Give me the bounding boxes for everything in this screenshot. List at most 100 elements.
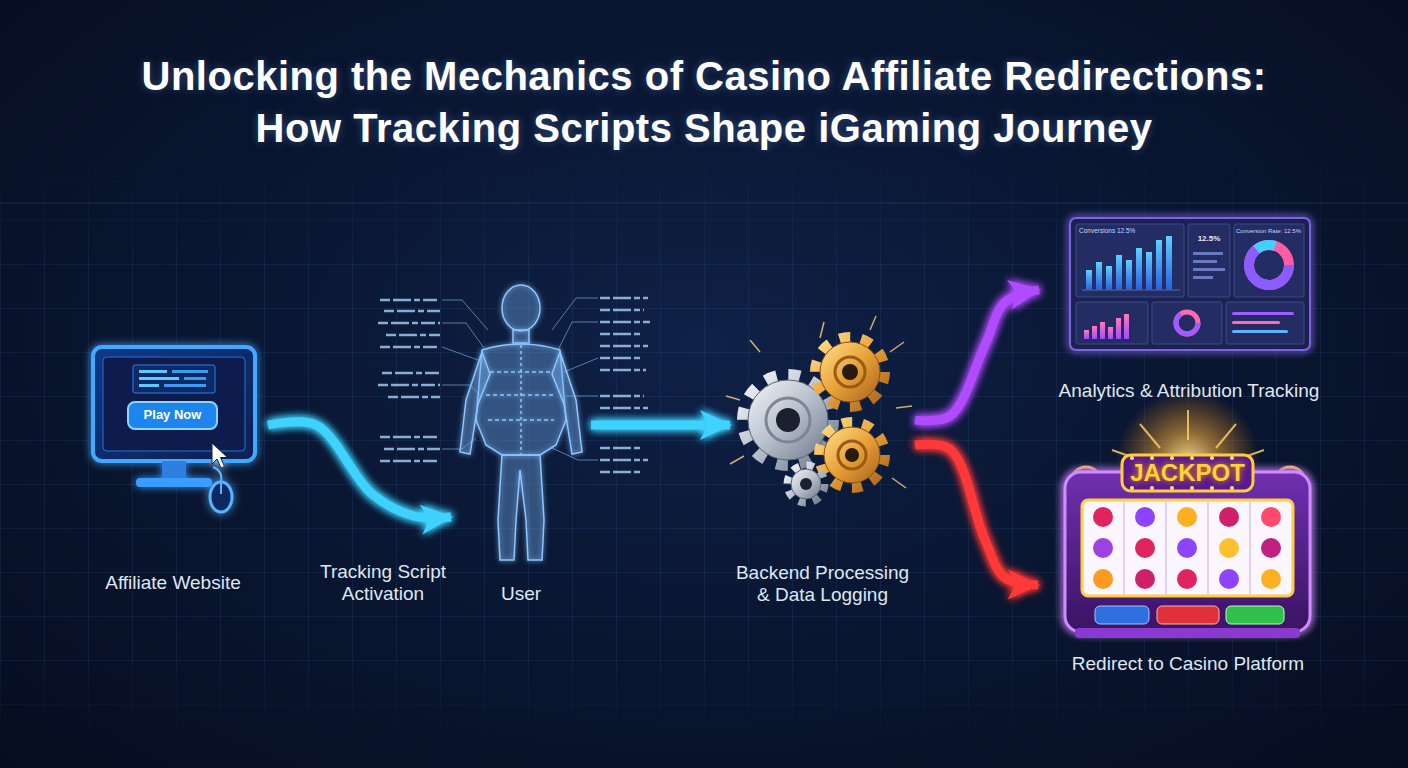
reel-symbols <box>1261 538 1281 558</box>
user-figure <box>460 285 582 560</box>
reel-symbols <box>1093 569 1113 589</box>
data-stream-lines <box>600 447 642 450</box>
analytics-dashboard <box>1146 252 1152 290</box>
reel-symbols <box>1093 507 1113 527</box>
node-label: Affiliate Website <box>105 572 241 594</box>
data-stream-lines <box>600 321 650 324</box>
gear-illustration <box>824 427 880 483</box>
user-figure <box>498 455 544 560</box>
leader-lines <box>564 358 598 372</box>
gear-illustration <box>800 478 812 490</box>
sign-bulbs <box>1230 486 1234 490</box>
gear-illustration <box>791 469 821 499</box>
sign-bulbs <box>1130 486 1134 490</box>
light-rays <box>1140 424 1160 448</box>
analytics-dashboard <box>1126 260 1132 290</box>
reel-symbols <box>1219 538 1239 558</box>
user-figure <box>552 352 582 454</box>
slot-machine <box>1095 606 1149 624</box>
backend-node: Backend Processing & Data Logging <box>730 335 915 606</box>
node-label: Analytics & Attribution Tracking <box>1059 380 1320 402</box>
monitor-illustration <box>139 377 179 380</box>
reel-symbols <box>1261 569 1281 589</box>
reel-symbols <box>1261 507 1281 527</box>
reel-symbols <box>1093 538 1113 558</box>
user-figure <box>513 330 529 343</box>
monitor-illustration <box>136 478 212 487</box>
slot-machine <box>1226 606 1284 624</box>
analytics-dashboard <box>1096 262 1102 290</box>
data-stream-lines <box>384 448 440 451</box>
spark-lines <box>890 342 904 352</box>
light-rays <box>1187 410 1189 440</box>
analytics-dashboard <box>1193 260 1217 263</box>
user-figure <box>520 345 522 455</box>
analytics-dashboard <box>1188 224 1230 297</box>
monitor-illustration <box>213 467 221 481</box>
data-stream-lines <box>600 309 644 312</box>
leader-lines <box>442 300 488 330</box>
analytics-dashboard <box>1249 245 1289 285</box>
reel-dividers <box>1207 502 1209 594</box>
flow-arrow <box>591 420 730 429</box>
analytics-dashboard <box>1070 218 1310 350</box>
light-rays <box>1216 424 1236 448</box>
analytics-dashboard <box>1156 240 1162 290</box>
data-stream-lines <box>600 297 648 300</box>
analytics-dashboard <box>1234 224 1304 297</box>
reel-symbols <box>1219 569 1239 589</box>
slot-machine <box>1065 472 1310 632</box>
data-stream-lines <box>600 357 640 360</box>
background-grid <box>0 150 1408 740</box>
reel-symbols <box>1219 507 1239 527</box>
leader-lines <box>442 323 484 348</box>
chart-title: Conversions 12.5% <box>1079 226 1183 236</box>
data-stream-lines <box>600 345 648 348</box>
leader-lines <box>552 298 598 330</box>
background-grid <box>0 203 1408 204</box>
analytics-dashboard <box>1193 252 1223 255</box>
gear-illustration <box>726 316 912 502</box>
diagram-title: Unlocking the Mechanics of Casino Affili… <box>129 50 1279 154</box>
analytics-dashboard <box>1092 326 1097 339</box>
analytics-dashboard <box>1152 302 1222 344</box>
analytics-dashboard <box>1249 245 1289 285</box>
data-stream-lines <box>378 322 440 325</box>
analytics-dashboard <box>1124 314 1129 339</box>
data-stream-lines <box>380 460 440 463</box>
monitor-illustration <box>93 347 255 461</box>
analytics-node: Analytics & Attribution Tracking <box>1039 212 1339 402</box>
user-figure <box>460 352 490 454</box>
reel-symbols <box>1135 569 1155 589</box>
chart-title: Conversion Rate: 12.5% <box>1236 226 1304 236</box>
data-stream-lines <box>600 395 644 398</box>
data-stream-lines <box>600 369 646 372</box>
analytics-dashboard <box>1116 318 1121 339</box>
gear-illustration <box>820 342 880 402</box>
data-stream-lines <box>600 471 640 474</box>
analytics-dashboard <box>1249 245 1289 285</box>
spark-lines <box>726 316 912 488</box>
flow-arrow <box>915 444 1038 585</box>
data-stream-lines <box>600 407 648 410</box>
gear-illustration <box>845 448 859 462</box>
node-label: Backend Processing & Data Logging <box>730 562 915 606</box>
analytics-dashboard <box>1076 224 1184 297</box>
flow-arrow <box>915 290 1039 421</box>
data-stream-lines <box>386 334 440 337</box>
gear-illustration <box>842 364 858 380</box>
analytics-dashboard <box>1232 312 1294 315</box>
analytics-dashboard <box>1100 322 1105 339</box>
monitor-illustration <box>103 357 245 451</box>
data-stream-lines <box>600 333 642 336</box>
slot-machine <box>1082 500 1293 596</box>
analytics-dashboard <box>1084 330 1089 339</box>
analytics-dashboard <box>1106 266 1112 290</box>
edge-label: Tracking Script Activation <box>305 561 461 605</box>
analytics-dashboard <box>1136 248 1142 290</box>
analytics-dashboard <box>1070 218 1310 350</box>
analytics-dashboard <box>1193 268 1225 271</box>
reel-symbols <box>1135 538 1155 558</box>
